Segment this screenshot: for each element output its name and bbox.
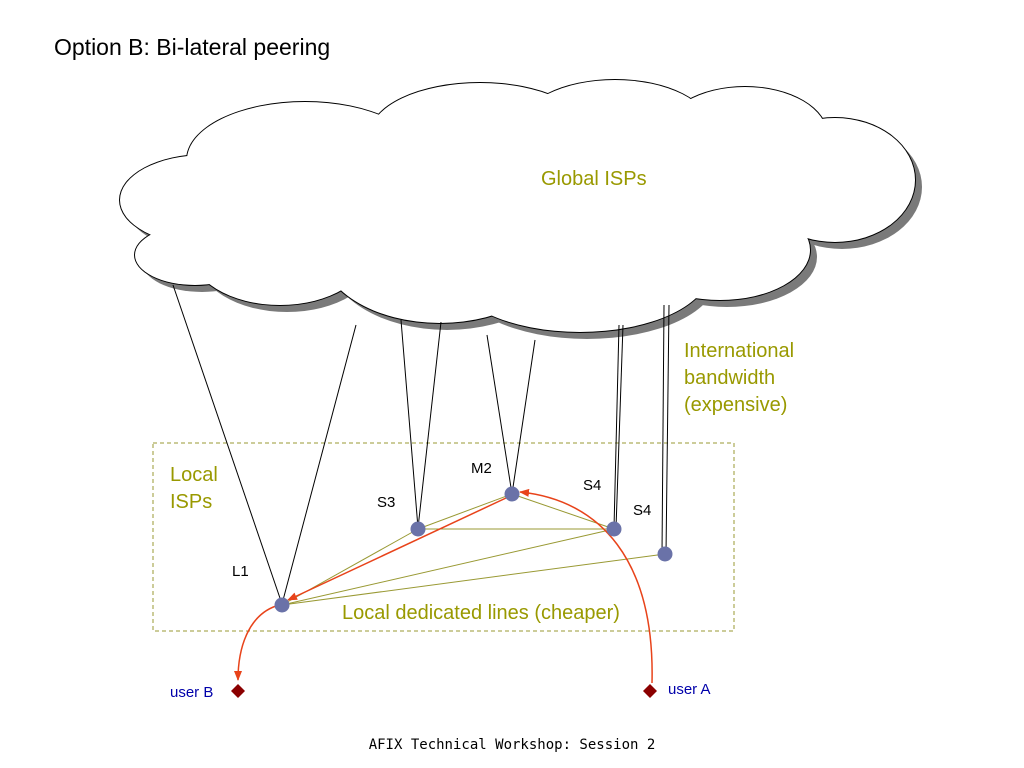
local-peering-lines xyxy=(281,493,666,606)
arrow-m2-to-l1 xyxy=(287,497,507,601)
global-isps-cloud xyxy=(120,80,915,332)
slide-footer: AFIX Technical Workshop: Session 2 xyxy=(368,737,656,753)
node-s4-lower xyxy=(657,546,673,562)
node-s3 xyxy=(410,521,426,537)
node-label-s4-upper: S4 xyxy=(583,477,602,494)
node-label-s3: S3 xyxy=(377,494,396,511)
local-lines-label: Local dedicated lines (cheaper) xyxy=(342,602,620,624)
user-a-label: user A xyxy=(668,681,711,698)
user-a-marker xyxy=(643,684,657,698)
isp-nodes xyxy=(274,486,673,613)
node-m2 xyxy=(504,486,520,502)
arrow-l1-to-userb xyxy=(234,605,277,681)
user-markers xyxy=(231,684,657,698)
local-isps-box xyxy=(152,442,735,632)
arrow-usera-to-m2 xyxy=(519,488,653,684)
node-l1 xyxy=(274,597,290,613)
node-s4-upper xyxy=(606,521,622,537)
node-label-m2: M2 xyxy=(471,460,492,477)
local-isps-label: Local ISPs xyxy=(170,464,218,513)
global-isps-label: Global ISPs xyxy=(541,168,647,190)
user-b-label: user B xyxy=(170,684,214,701)
user-b-marker xyxy=(231,684,245,698)
international-links xyxy=(172,284,670,605)
traffic-path xyxy=(234,488,653,684)
node-label-s4-lower: S4 xyxy=(633,502,652,519)
international-bandwidth-label: International bandwidth (expensive) xyxy=(684,340,795,416)
node-label-l1: L1 xyxy=(232,563,249,580)
slide-title: Option B: Bi-lateral peering xyxy=(54,34,331,60)
